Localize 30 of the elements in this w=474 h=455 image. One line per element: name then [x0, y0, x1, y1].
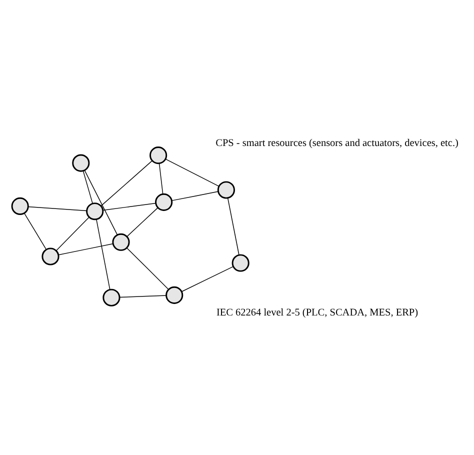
node-circle — [166, 286, 184, 304]
connector — [58, 242, 114, 255]
node-circle — [112, 232, 130, 250]
node-circle — [11, 196, 29, 215]
legend-label: IEC 62264 level 2-5 (PLC, SCADA, MES, ERP) — [216, 306, 418, 318]
node-circle — [102, 288, 120, 306]
node-circle — [217, 180, 235, 198]
node-circle — [232, 254, 250, 272]
legend-label: CPS - smart resources (sensors and actuators, devices, etc.) — [216, 138, 458, 149]
connector — [82, 170, 93, 204]
connector — [28, 206, 87, 211]
connector — [56, 216, 90, 250]
connector — [158, 162, 164, 194]
connector — [165, 158, 220, 186]
node-circle — [72, 154, 90, 172]
connector — [96, 218, 110, 290]
connector — [126, 206, 158, 236]
node-circle — [86, 202, 104, 220]
node-circle — [155, 192, 173, 210]
connector — [126, 247, 169, 290]
node-circle — [42, 247, 60, 265]
connector — [181, 266, 234, 292]
connector — [84, 169, 118, 235]
node-circle — [150, 146, 168, 164]
connector — [172, 190, 219, 200]
connector — [24, 212, 47, 250]
connector — [102, 202, 156, 210]
connector — [100, 160, 153, 206]
connector — [227, 197, 240, 255]
connector — [119, 294, 166, 298]
